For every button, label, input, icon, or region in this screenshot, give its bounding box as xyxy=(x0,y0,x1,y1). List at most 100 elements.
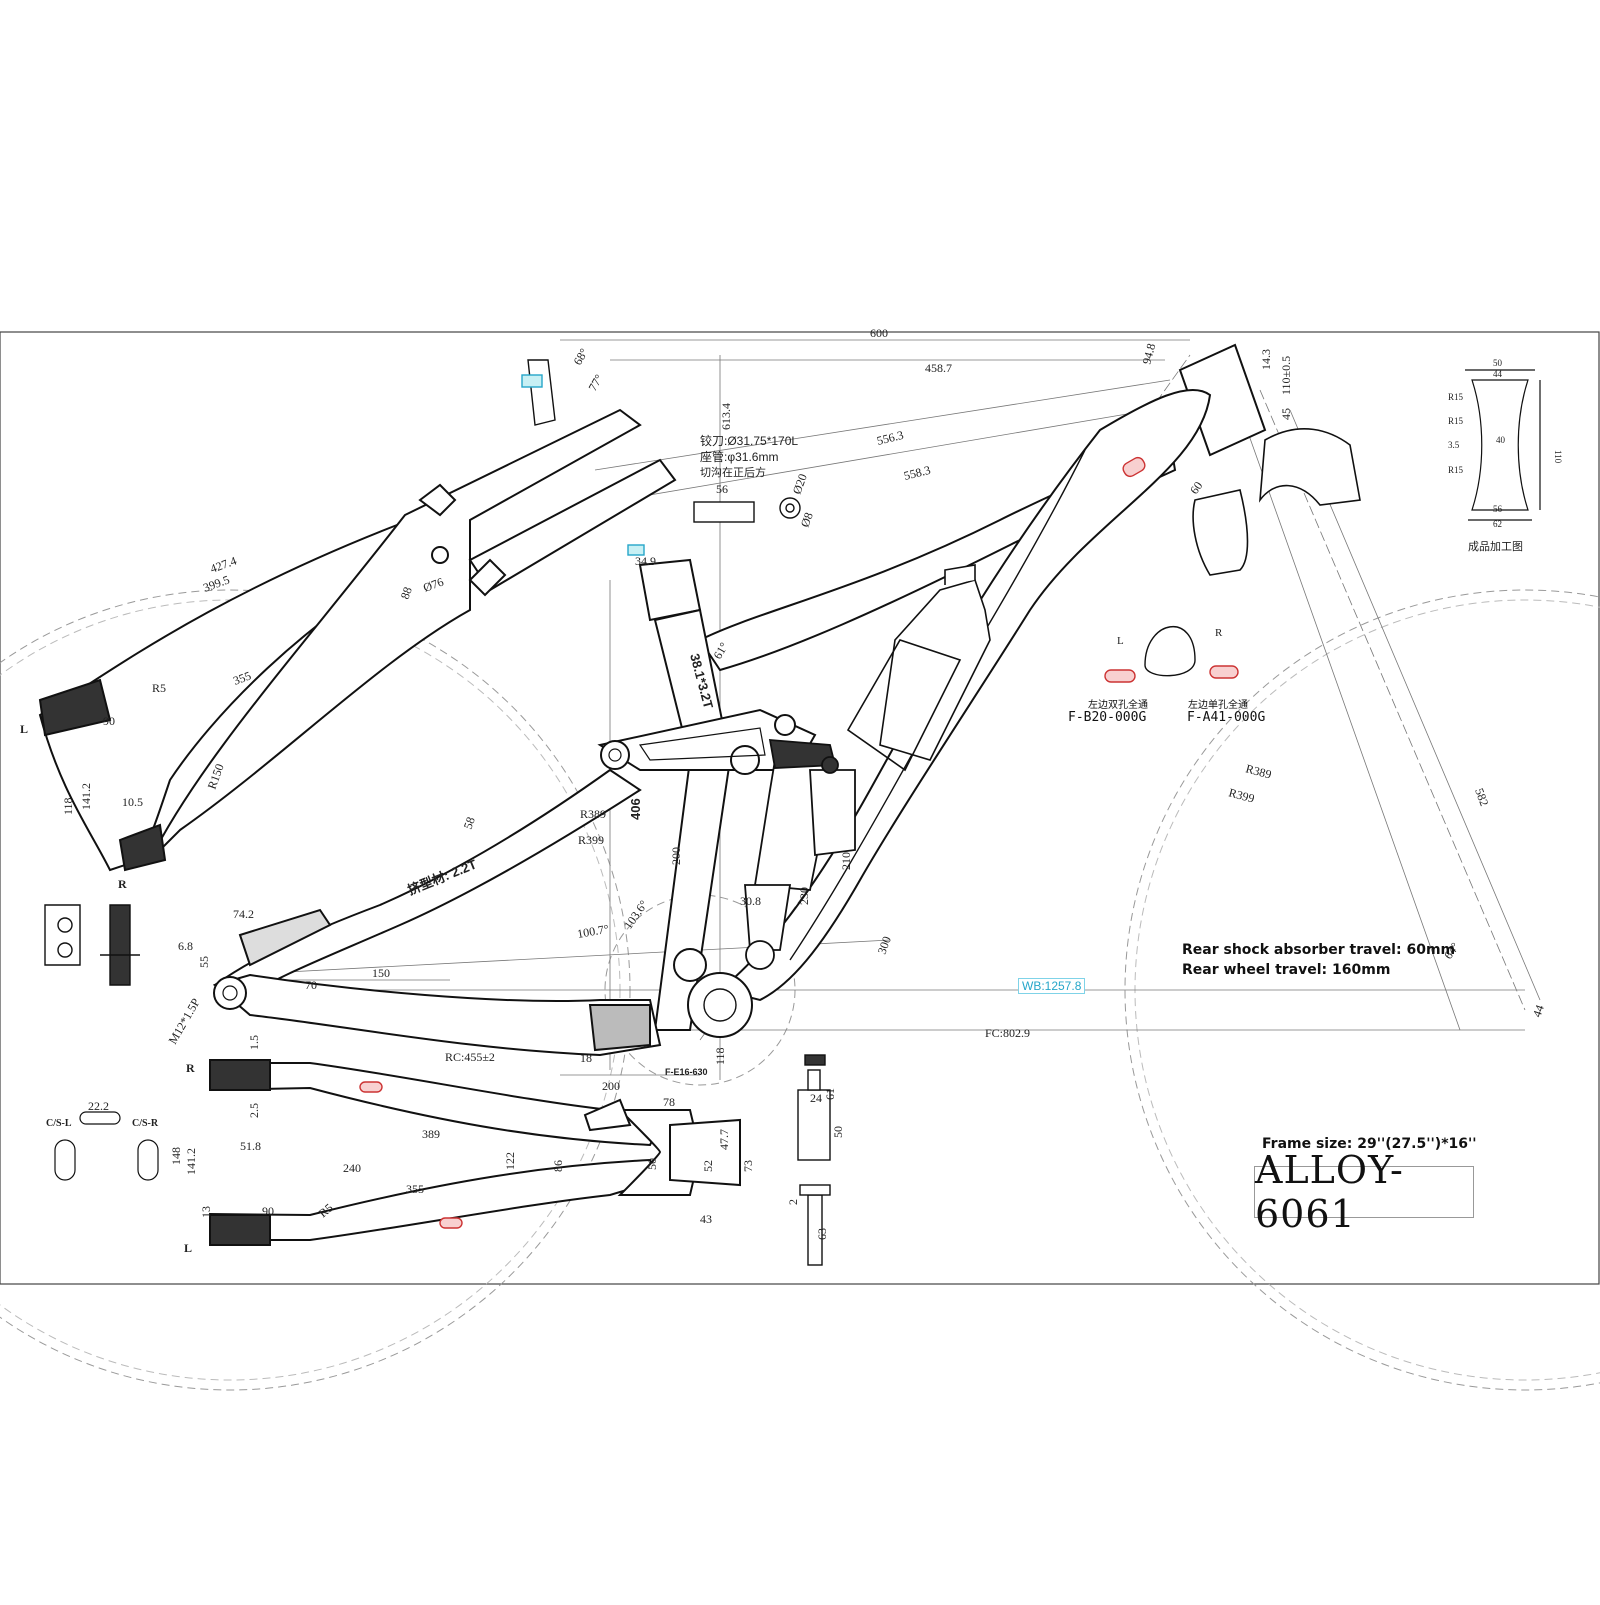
dim-86: 86 xyxy=(551,1160,565,1172)
dim-556: 556.3 xyxy=(875,428,905,448)
cs-slots xyxy=(54,1111,159,1181)
dim-45: 45 xyxy=(1279,408,1293,420)
dim-103: 103.6° xyxy=(621,897,651,931)
dim-613: 613.4 xyxy=(719,403,733,430)
chain-stay-exploded xyxy=(209,1059,741,1246)
section-r35: 3.5 xyxy=(1448,440,1460,450)
dim-56: 56 xyxy=(716,482,728,496)
pivot-hardware xyxy=(797,1054,831,1266)
dim-73: 73 xyxy=(741,1160,755,1172)
dim-18: 18 xyxy=(580,1051,592,1065)
dim-118-bb: 118 xyxy=(713,1047,727,1065)
material-label: ALLOY-6061 xyxy=(1254,1148,1474,1236)
dim-94: 94.8 xyxy=(1139,342,1158,366)
section-dims: 50 44 R15 R15 3.5 R15 40 110 56 62 xyxy=(1448,358,1563,529)
section-r15a: R15 xyxy=(1448,392,1464,402)
label-R-top: R xyxy=(118,877,127,891)
dim-122: 122 xyxy=(503,1152,517,1170)
note-seatpost: 座管:φ31.6mm xyxy=(700,449,778,464)
dim-R389: R389 xyxy=(580,807,606,821)
dim-60: 60 xyxy=(1187,479,1205,497)
dim-M12: M12*1.5P xyxy=(165,996,202,1047)
rear-shock xyxy=(744,739,856,970)
dim-355-bottom: 355 xyxy=(406,1182,424,1196)
dim-50-right: 50 xyxy=(831,1126,845,1138)
water-bottle xyxy=(846,564,991,772)
port-label-L: L xyxy=(1117,635,1124,647)
dim-518: 51.8 xyxy=(240,1139,261,1153)
section-mid: 40 xyxy=(1496,435,1506,445)
dim-240: 240 xyxy=(343,1161,361,1175)
dim-406: 406 xyxy=(628,798,643,820)
dim-210: 210 xyxy=(839,852,853,870)
dim-52: 52 xyxy=(701,1160,715,1172)
rear-wheel-travel-note: Rear wheel travel: 160mm xyxy=(1182,962,1391,978)
side-labels: L R R L C/S-L C/S-R L R xyxy=(20,627,1223,1255)
section-bot1: 56 xyxy=(1493,504,1503,514)
cable-port-right-note: 左边单孔全通 xyxy=(1188,700,1248,711)
dim-R389-right: R389 xyxy=(1244,761,1273,781)
dim-14: 14.3 xyxy=(1259,349,1273,370)
dim-558: 558.3 xyxy=(902,463,932,483)
dim-308: 30.8 xyxy=(740,894,761,908)
dim-141-bottom: 141.2 xyxy=(184,1148,198,1175)
dim-150: 150 xyxy=(372,966,390,980)
dim-10: 10.5 xyxy=(122,795,143,809)
dim-399: 399.5 xyxy=(201,572,231,594)
dim-55: 55 xyxy=(197,956,211,968)
dim-582: 582 xyxy=(1472,786,1491,808)
dim-200: 200 xyxy=(669,847,683,865)
chain-stay xyxy=(212,948,707,1057)
dim-50: 50 xyxy=(645,1158,659,1170)
dim-68: 6.8 xyxy=(178,939,193,953)
dim-R399: R399 xyxy=(578,833,604,847)
dim-68deg: 68° xyxy=(570,346,591,368)
bb-part-label: F-E16-630 xyxy=(665,1067,708,1077)
section-top2: 44 xyxy=(1493,369,1503,379)
dim-70: 70 xyxy=(305,978,317,992)
dim-R399-right: R399 xyxy=(1227,785,1256,805)
dim-148: 148 xyxy=(169,1147,183,1165)
cross-section-view xyxy=(1465,369,1541,521)
dim-34: 34.9 xyxy=(635,554,656,568)
dim-458: 458.7 xyxy=(925,361,952,375)
dropout-detail xyxy=(44,904,140,986)
dim-44: 44 xyxy=(1530,1003,1547,1019)
dim-58: 58 xyxy=(461,815,478,831)
cable-port-shapes xyxy=(359,374,1239,1229)
rear-shock-travel-note: Rear shock absorber travel: 60mm xyxy=(1182,942,1456,958)
dim-63: 63 xyxy=(815,1228,829,1240)
dim-110: 110±0.5 xyxy=(1279,356,1293,395)
cable-port-left-part: F-B20-000G xyxy=(1068,710,1147,725)
dim-R5-bottom: R5 xyxy=(316,1201,336,1221)
cable-port-left-note: 左边双孔全通 xyxy=(1088,700,1148,711)
drawing-border xyxy=(0,331,1600,1285)
dim-600: 600 xyxy=(870,326,888,340)
dim-76: Ø76 xyxy=(421,575,445,595)
dim-20: Ø20 xyxy=(790,472,810,496)
section-r15c: R15 xyxy=(1448,465,1464,475)
dim-R5: R5 xyxy=(152,681,166,695)
dim-300: 300 xyxy=(875,934,894,956)
dim-90: 90 xyxy=(103,714,115,728)
rear-center-label: RC:455±2 xyxy=(445,1050,495,1064)
dim-78: 78 xyxy=(663,1095,675,1109)
dim-25: 2.5 xyxy=(247,1103,261,1118)
dim-355: 355 xyxy=(231,669,253,688)
dim-24: 24 xyxy=(810,1091,822,1105)
wheelbase-label: WB:1257.8 xyxy=(1018,978,1086,994)
dim-200-bottom: 200 xyxy=(602,1079,620,1093)
dim-90-bottom: 90 xyxy=(262,1204,274,1218)
label-L-bottom: L xyxy=(184,1241,192,1255)
section-top: 50 xyxy=(1493,358,1503,368)
dim-13: 13 xyxy=(199,1206,213,1218)
label-cs-right: C/S-R xyxy=(132,1118,159,1129)
dim-230: 230 xyxy=(797,887,811,905)
dim-427: 427.4 xyxy=(208,553,238,575)
note-finished-section: 成品加工图 xyxy=(1468,540,1523,553)
dim-222: 22.2 xyxy=(88,1099,109,1113)
note-reamer: 铰刀:Ø31.75*170L xyxy=(700,433,798,448)
dim-2: 2 xyxy=(786,1199,800,1205)
